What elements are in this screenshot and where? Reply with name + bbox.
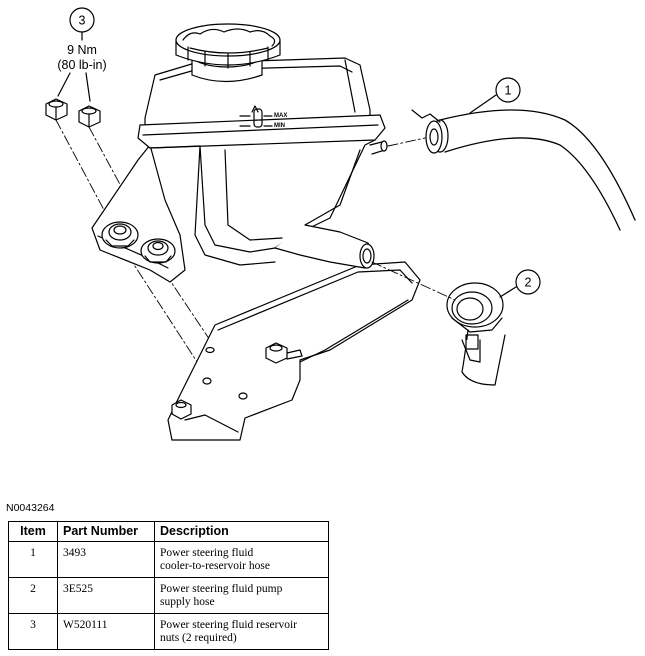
header-description: Description xyxy=(154,521,329,542)
row-description-line: supply hose xyxy=(160,596,215,608)
table-header-row: Item Part Number Description xyxy=(8,521,329,542)
hose-2-alignment-line xyxy=(371,261,456,301)
row-description: Power steering fluid cooler-to-reservoir… xyxy=(154,541,329,578)
table-row: 1 3493 Power steering fluid cooler-to-re… xyxy=(8,541,329,578)
header-part-number: Part Number xyxy=(57,521,155,542)
callout-2: 2 xyxy=(499,269,541,298)
nut-alignment-lines xyxy=(55,119,251,401)
reservoir-nut-left xyxy=(45,98,68,121)
row-description-line: Power steering fluid pump xyxy=(160,583,283,595)
callout-3: 3 9 Nm (80 lb-in) xyxy=(57,7,107,102)
cooler-to-reservoir-hose xyxy=(411,109,636,231)
bracket-bolt-lower xyxy=(171,399,192,420)
mounting-grommet-right xyxy=(140,238,176,264)
reservoir-cap xyxy=(175,23,281,83)
row-part-number: 3493 xyxy=(57,541,155,578)
callout-3-number: 3 xyxy=(79,14,86,28)
row-description-line: Power steering fluid xyxy=(160,547,254,559)
min-mark: MIN xyxy=(274,123,285,129)
row-item: 1 xyxy=(8,541,58,578)
reservoir-mounting-ear xyxy=(91,144,186,283)
row-part-number: W520111 xyxy=(57,613,155,650)
parts-table: Item Part Number Description 1 3493 Powe… xyxy=(8,521,329,650)
torque-nm: 9 Nm xyxy=(67,43,97,57)
figure-id: N0043264 xyxy=(6,502,55,514)
max-mark: MAX xyxy=(274,113,287,119)
table-row: 3 W520111 Power steering fluid reservoir… xyxy=(8,613,329,650)
row-item: 2 xyxy=(8,577,58,614)
row-description-line: Power steering fluid reservoir xyxy=(160,619,298,631)
table-row: 2 3E525 Power steering fluid pump supply… xyxy=(8,577,329,614)
callout-2-number: 2 xyxy=(525,276,532,290)
reservoir-nut-right xyxy=(78,105,101,128)
row-description: Power steering fluid pump supply hose xyxy=(154,577,329,614)
pump-supply-hose xyxy=(446,282,506,386)
bracket-bolt-upper xyxy=(265,342,303,364)
row-description-line: cooler-to-reservoir hose xyxy=(160,560,270,572)
row-description: Power steering fluid reservoir nuts (2 r… xyxy=(154,613,329,650)
exploded-diagram: 3 9 Nm (80 lb-in) xyxy=(45,7,636,441)
torque-lbin: (80 lb-in) xyxy=(57,58,106,72)
callout-1-number: 1 xyxy=(505,84,512,98)
header-item: Item xyxy=(8,521,58,542)
mounting-grommet-left xyxy=(101,221,139,249)
row-description-line: nuts (2 required) xyxy=(160,632,237,644)
hose-1-alignment-line xyxy=(387,137,426,147)
row-part-number: 3E525 xyxy=(57,577,155,614)
callout-1: 1 xyxy=(469,77,521,114)
row-item: 3 xyxy=(8,613,58,650)
